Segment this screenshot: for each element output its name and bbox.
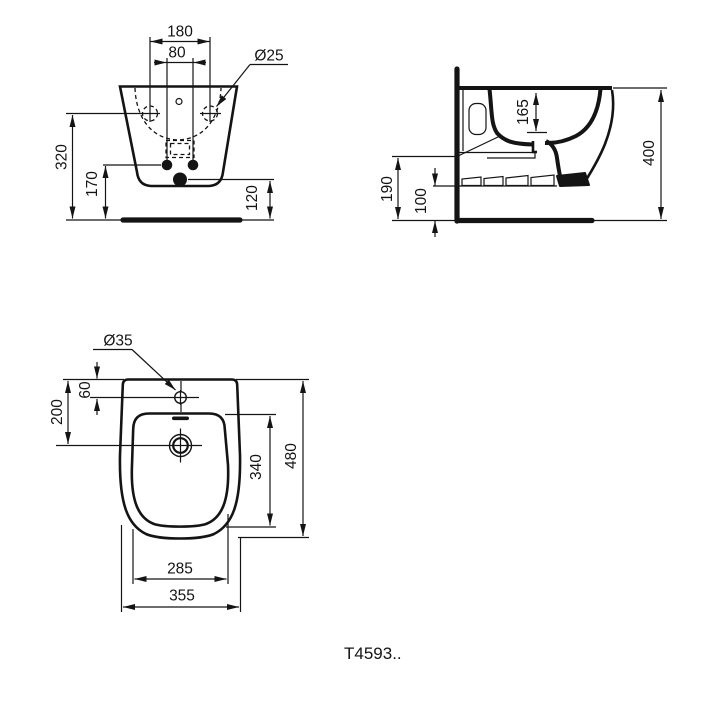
front-view: 180 80 Ø25 320 170 120	[54, 24, 288, 223]
front-outlet-box-inner	[169, 142, 191, 156]
plan-body-outline	[118, 378, 242, 540]
side-dim-rail-offset-label: 100	[413, 188, 430, 214]
front-outlet-box-outer	[165, 139, 195, 159]
side-outer-profile	[584, 89, 615, 181]
side-trap-channel	[545, 139, 562, 177]
front-dim-hole-spacing-label: 180	[167, 24, 193, 41]
front-bolt-left	[161, 159, 173, 171]
side-view: 165 400 190 100	[379, 66, 667, 237]
front-dim-hole-diameter-label: Ø25	[254, 48, 283, 65]
plan-overflow-slot	[172, 416, 189, 421]
side-bowl-front-wall	[544, 88, 603, 146]
side-dim-overall-height-label: 400	[641, 140, 658, 166]
front-fixing-hole-left	[141, 105, 159, 122]
side-shelf-line-lower	[487, 152, 536, 159]
front-dim-fixings-height-label: 170	[84, 171, 101, 197]
front-bolt-right	[187, 159, 199, 171]
plan-dim-taphole-diameter-label: Ø35	[103, 333, 132, 350]
tooth-3	[505, 174, 529, 187]
front-callout-leader	[216, 64, 251, 107]
plan-dim-drain-offset-label: 200	[49, 399, 66, 425]
front-body-outline	[118, 85, 239, 188]
side-bowl-step	[531, 141, 537, 154]
plan-callout-leader	[131, 349, 176, 391]
front-center-mark	[175, 97, 183, 106]
side-mounting-teeth	[461, 174, 555, 187]
side-dim-rail-height-label: 190	[379, 176, 396, 202]
side-leader-diagonal	[456, 135, 500, 158]
tooth-1	[461, 176, 482, 187]
plan-dim-bowl-length-label: 340	[248, 454, 265, 480]
plan-view: Ø35 60 200 340 480 285 355	[49, 333, 309, 612]
side-bowl-rear-wall	[487, 88, 534, 147]
side-dim-bowl-depth-label: 165	[515, 99, 532, 125]
side-outlet-section	[556, 172, 590, 187]
side-fixing-slot	[468, 102, 487, 136]
tooth-2	[483, 175, 504, 187]
plan-dim-bowl-width-label: 285	[167, 561, 193, 578]
front-dim-fixing-spacing-label: 80	[168, 45, 186, 62]
plan-bowl-outline	[130, 412, 230, 528]
front-outlet-dot	[173, 172, 187, 187]
footer: T4593..	[344, 644, 402, 663]
plan-dim-taphole-offset-label: 60	[77, 381, 94, 399]
product-code-label: T4593..	[344, 644, 402, 663]
tooth-4	[530, 174, 555, 187]
front-dim-outlet-height-label: 120	[244, 185, 261, 211]
front-fixing-hole-right	[201, 105, 219, 122]
plan-dim-overall-width-label: 355	[169, 588, 195, 605]
plan-dim-overall-length-label: 480	[283, 443, 300, 469]
front-dim-holes-height-label: 320	[54, 144, 71, 170]
